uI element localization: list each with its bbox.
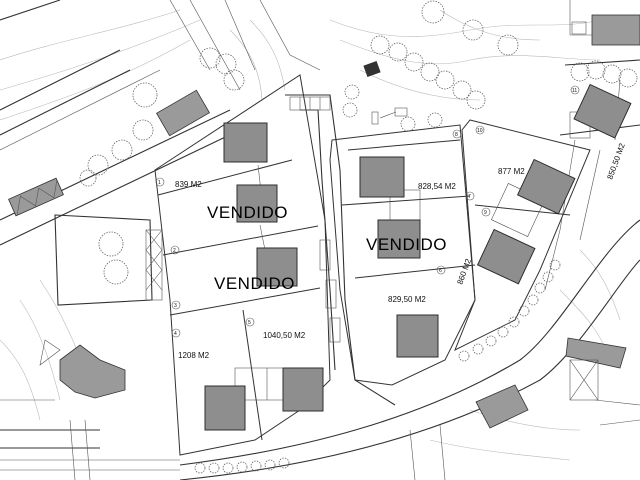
northwest-boundaries [0,0,321,246]
lot-3-sold-label: VENDIDO [214,274,295,293]
lot-5-area: 1040,50 M2 [263,331,306,340]
sold-labels: VENDIDO VENDIDO VENDIDO [207,203,447,293]
lot-6-area: 829,50 M2 [388,295,426,304]
tree-icon [194,259,561,474]
lot-11-area: 850,50 M2 [605,142,627,181]
lot-number-markers: 1 2 3 4 5 6 7 8 9 10 11 [155,85,580,338]
lot-9-area: 860 M2 [455,257,473,286]
lot-10-area: 877 M2 [498,167,525,176]
lot-1-area: 839 M2 [175,180,202,189]
lot-number: 1 [158,180,161,186]
topography-contours [0,9,621,461]
lot-number: 6 [439,268,442,274]
southwest-road [0,399,180,480]
east-strip [544,0,640,291]
lot-number: 8 [455,132,458,138]
east-lots [329,124,476,386]
lot-2-sold-label: VENDIDO [207,203,288,222]
existing-house-southwest [59,344,126,399]
lot-number: 5 [248,320,251,326]
lot-number: 10 [477,128,483,134]
west-structure [54,214,163,306]
house-footprint [204,83,632,431]
lot-4-area: 1208 M2 [178,351,210,360]
lot-number: 11 [572,88,577,94]
tree-icon [79,0,638,285]
lot-number: 7 [468,194,471,200]
playground [363,60,408,125]
southeast-buildings [409,337,640,480]
lot-7-sold-label: VENDIDO [366,235,447,254]
lot-number: 4 [174,331,177,337]
lot-number: 2 [173,248,176,254]
lot-number: 9 [484,210,487,216]
lot-8-area: 828,54 M2 [418,182,456,191]
lot-number: 3 [174,303,177,309]
existing-building [156,89,210,137]
